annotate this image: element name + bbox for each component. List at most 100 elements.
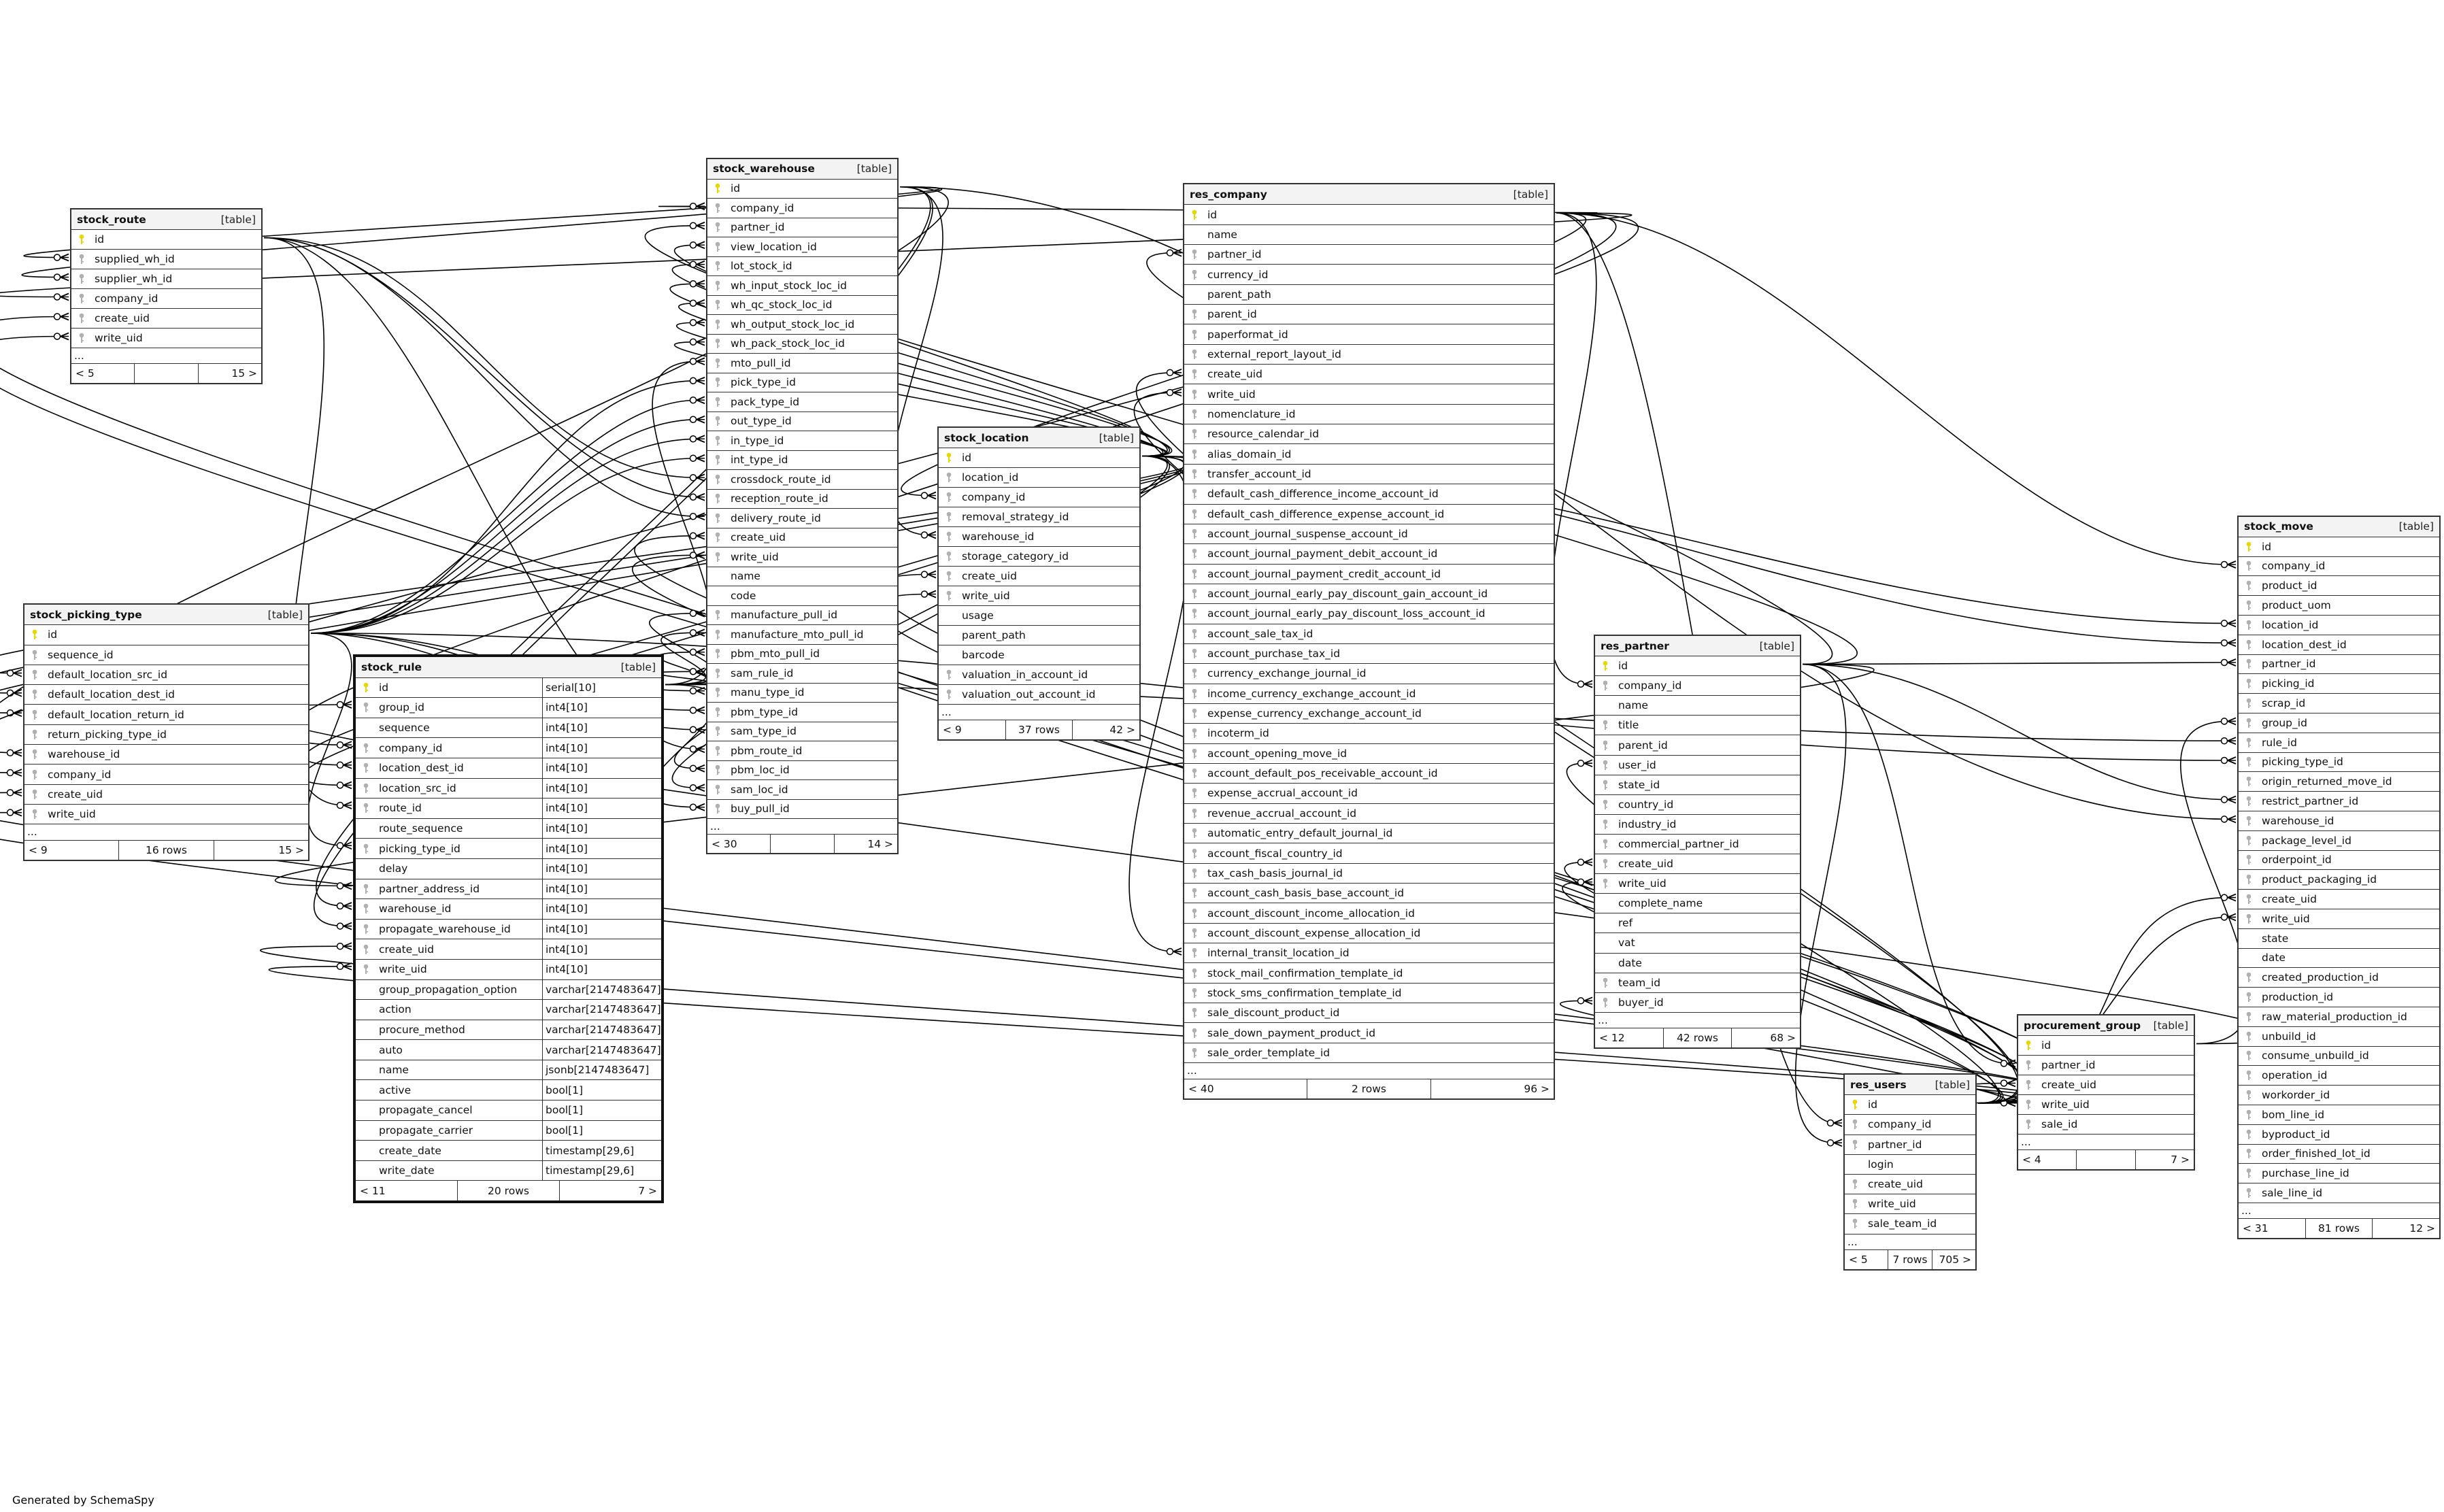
column-row[interactable]: write_uid [2018,1094,2194,1114]
column-row[interactable]: mto_pull_id [707,353,897,373]
column-row[interactable]: create_uid [1595,854,1800,873]
column-row[interactable]: scrap_id [2239,693,2439,713]
parent-count-link[interactable]: < 12 [1599,1032,1625,1045]
column-row[interactable]: create_uid [71,308,261,328]
column-row[interactable]: account_discount_income_allocation_id [1184,903,1554,922]
parent-count-link[interactable]: < 30 [712,837,737,850]
column-row[interactable]: origin_returned_move_id [2239,771,2439,791]
parent-count-link[interactable]: < 5 [1849,1253,1868,1266]
column-row[interactable]: view_location_id [707,237,897,256]
column-row[interactable]: id [939,448,1139,467]
column-row[interactable]: nomenclature_id [1184,403,1554,424]
column-row[interactable]: in_type_id [707,431,897,450]
column-row[interactable]: pack_type_id [707,392,897,411]
column-row[interactable]: internal_transit_location_id [1184,943,1554,962]
column-row[interactable]: account_discount_expense_allocation_id [1184,922,1554,943]
column-row[interactable]: orderpoint_id [2239,850,2439,870]
column-row[interactable]: account_journal_early_pay_discount_loss_… [1184,603,1554,623]
column-row[interactable]: valuation_in_account_id [939,665,1139,684]
column-row[interactable]: automatic_entry_default_journal_id [1184,823,1554,843]
child-count-link[interactable]: 42 > [1072,720,1139,740]
column-row[interactable]: name [1184,224,1554,244]
column-row[interactable]: pbm_mto_pull_id [707,643,897,664]
column-row[interactable]: create_uid [939,566,1139,586]
column-row[interactable]: unbuild_id [2239,1026,2439,1046]
column-row[interactable]: commercial_partner_id [1595,833,1800,854]
column-row[interactable]: create_uid [2018,1075,2194,1094]
column-row[interactable]: create_uid [707,527,897,548]
column-row[interactable]: sam_rule_id [707,663,897,683]
column-row[interactable]: account_journal_payment_debit_account_id [1184,543,1554,563]
column-row[interactable]: default_location_dest_id [24,684,308,704]
column-row[interactable]: state [2239,928,2439,948]
column-row[interactable]: wh_input_stock_loc_id [707,275,897,295]
column-row[interactable]: account_fiscal_country_id [1184,843,1554,862]
parent-count-link[interactable]: < 5 [76,367,95,380]
column-row[interactable]: partner_id [707,217,897,237]
column-row[interactable]: default_location_src_id [24,664,308,684]
table-header[interactable]: stock_warehouse[table] [707,159,897,179]
column-row[interactable]: id [71,229,261,249]
column-row[interactable]: account_sale_tax_id [1184,623,1554,643]
parent-count-link[interactable]: < 9 [943,724,962,737]
column-row[interactable]: parent_path [939,625,1139,645]
column-row[interactable]: account_cash_basis_base_account_id [1184,883,1554,903]
column-row[interactable]: company_id [1845,1114,1975,1134]
column-row[interactable]: sale_down_payment_product_id [1184,1022,1554,1042]
column-row[interactable]: expense_currency_exchange_account_id [1184,703,1554,723]
column-row[interactable]: write_uid [939,586,1139,605]
column-row[interactable]: company_id [2239,556,2439,576]
column-row[interactable]: country_id [1595,794,1800,814]
column-row[interactable]: parent_path [1184,284,1554,304]
column-row[interactable]: return_picking_type_id [24,724,308,744]
table-header[interactable]: stock_move[table] [2239,517,2439,537]
column-row[interactable]: out_type_id [707,411,897,431]
column-row[interactable]: buy_pull_id [707,799,897,819]
more-columns-ellipsis[interactable]: ... [1184,1062,1554,1078]
column-row[interactable]: product_packaging_id [2239,869,2439,889]
column-row[interactable]: picking_id [2239,673,2439,693]
column-row[interactable]: restrict_partner_id [2239,791,2439,811]
column-row[interactable]: alias_domain_id [1184,443,1554,463]
column-row[interactable]: picking_type_id [2239,752,2439,772]
column-row[interactable]: company_id [71,288,261,308]
more-columns-ellipsis[interactable]: ... [707,818,897,834]
column-row[interactable]: currency_exchange_journal_id [1184,663,1554,683]
more-columns-ellipsis[interactable]: ... [24,824,308,839]
column-row[interactable]: id [1845,1094,1975,1114]
column-row[interactable]: currency_id [1184,264,1554,284]
column-row[interactable]: operation_id [2239,1065,2439,1085]
column-row[interactable]: lot_stock_id [707,256,897,276]
table-header[interactable]: res_partner[table] [1595,636,1800,656]
column-row[interactable]: id [2239,536,2439,556]
column-row[interactable]: rule_id [2239,732,2439,752]
column-row[interactable]: sale_line_id [2239,1183,2439,1203]
column-row[interactable]: write_uid [1595,873,1800,893]
column-row[interactable]: id [1184,204,1554,224]
table-header[interactable]: stock_rule[table] [356,657,661,677]
column-row[interactable]: parent_id [1595,735,1800,754]
column-row[interactable]: sale_id [2018,1114,2194,1134]
table-header[interactable]: res_company[table] [1184,184,1554,205]
column-row[interactable]: company_id [1595,675,1800,695]
column-row[interactable]: consume_unbuild_id [2239,1045,2439,1066]
column-row[interactable]: industry_id [1595,813,1800,834]
column-row[interactable]: account_default_pos_receivable_account_i… [1184,762,1554,783]
more-columns-ellipsis[interactable]: ... [71,348,261,363]
column-row[interactable]: workorder_id [2239,1085,2439,1105]
column-row[interactable]: manu_type_id [707,682,897,703]
